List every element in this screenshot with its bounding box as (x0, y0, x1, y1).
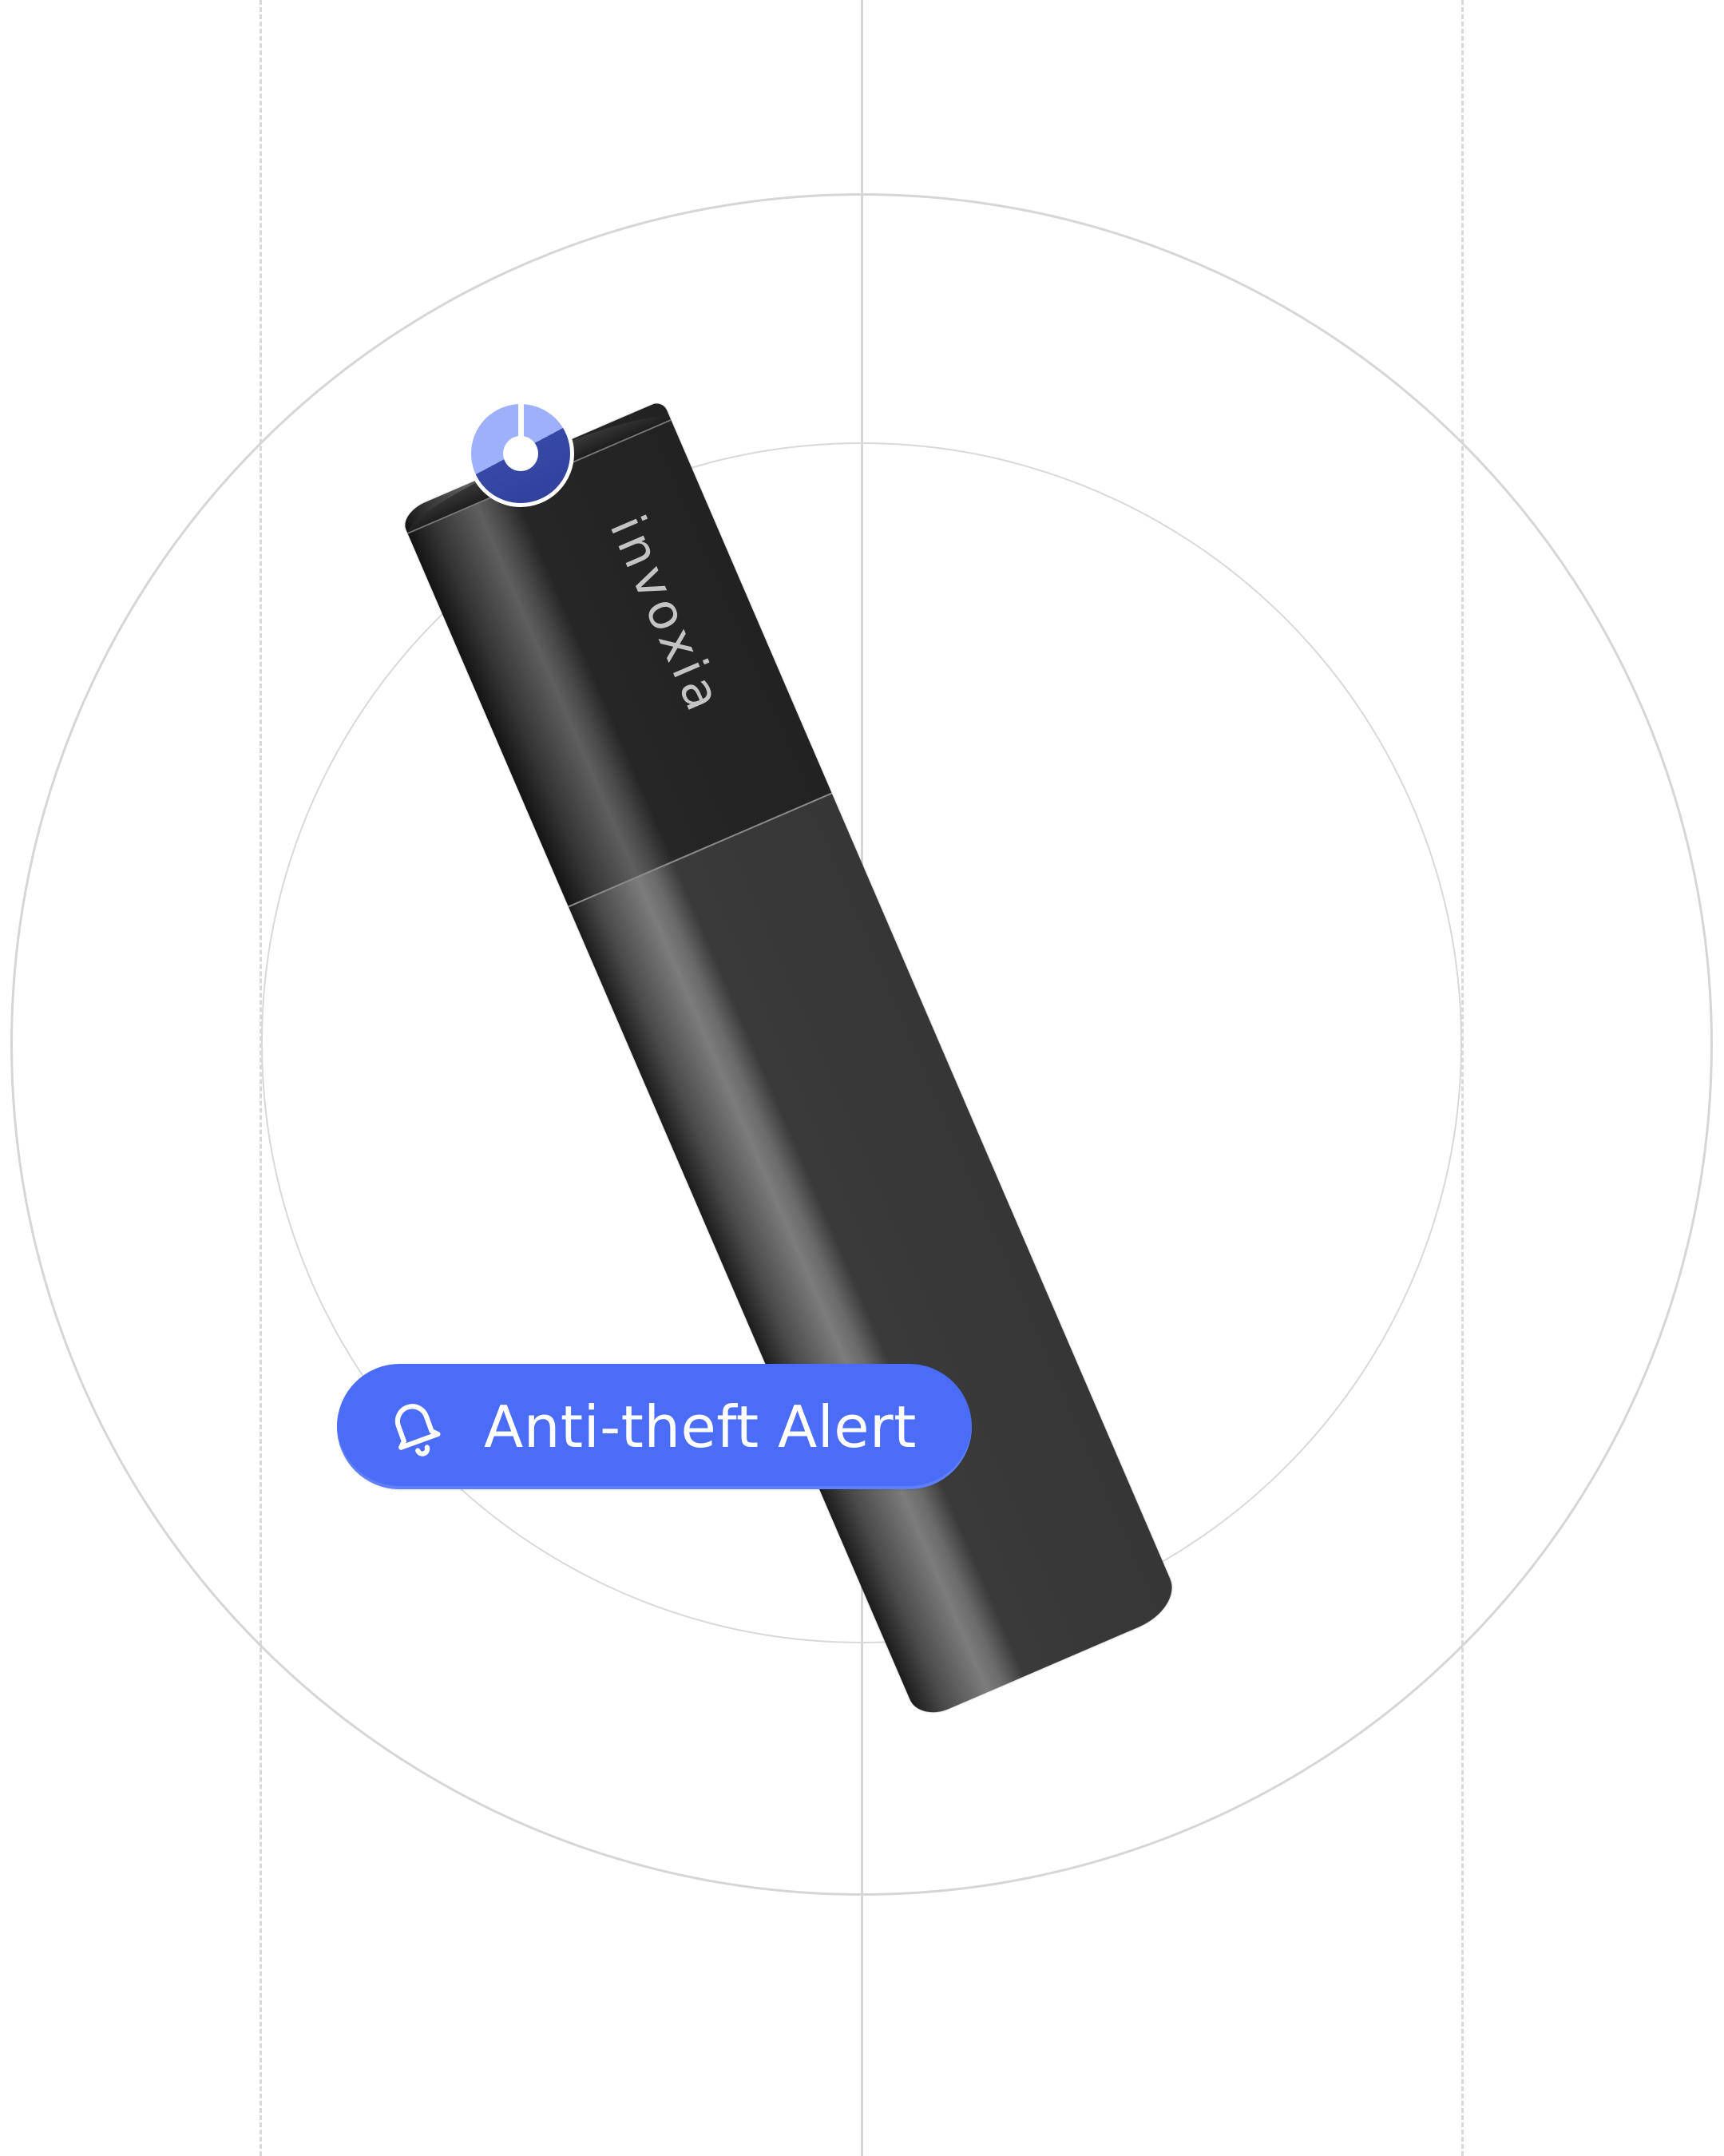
alert-label: Anti-theft Alert (484, 1393, 917, 1460)
anti-theft-alert-badge[interactable]: Anti-theft Alert (337, 1364, 972, 1489)
indicator-dot (503, 436, 538, 471)
button-indicator-icon (467, 400, 574, 507)
inner-range-circle (261, 442, 1462, 1643)
indicator-slot (518, 404, 524, 448)
outer-range-circle (10, 193, 1713, 1896)
bell-icon (394, 1403, 441, 1456)
